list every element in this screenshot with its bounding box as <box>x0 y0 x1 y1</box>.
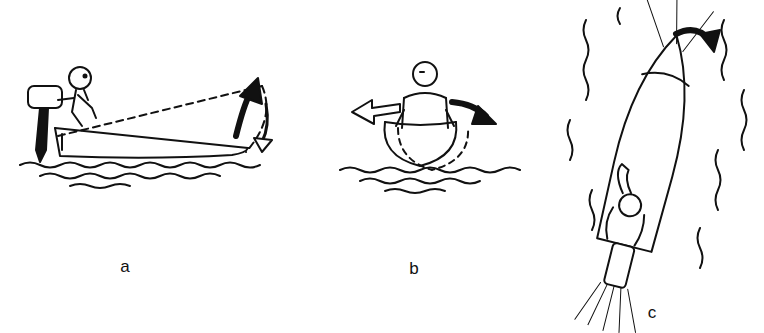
boat-front-view <box>340 62 520 193</box>
panel-label: a <box>120 258 129 275</box>
boat-top-view <box>564 0 746 333</box>
panel-label: b <box>409 260 418 277</box>
panel-label: c <box>648 304 657 321</box>
boat-side-view <box>20 67 272 188</box>
